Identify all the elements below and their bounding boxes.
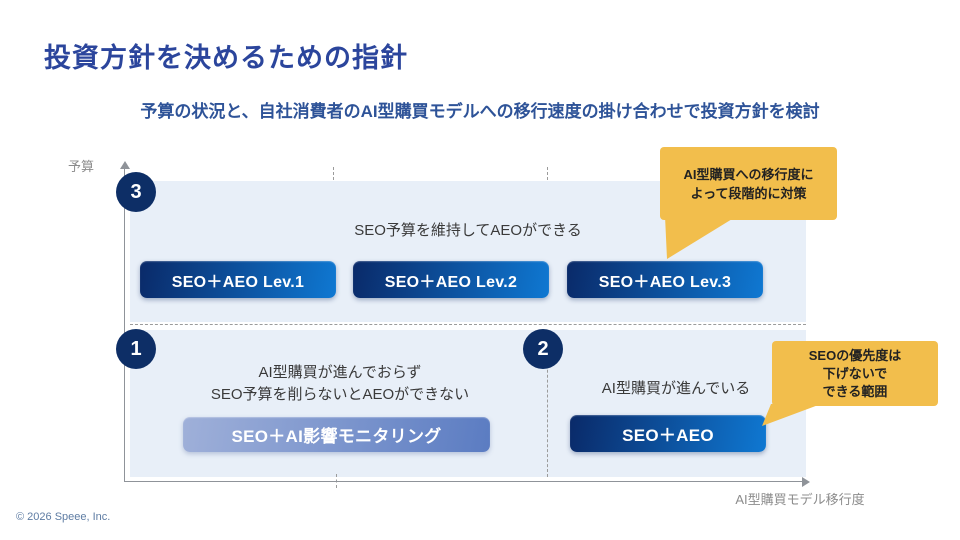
callout-line: SEOの優先度は	[808, 347, 902, 363]
dashed-tick-right	[547, 167, 548, 180]
badge-number-2: 2	[523, 329, 563, 369]
y-axis-label: 予算	[68, 159, 95, 174]
quadrant-bottom-right-heading: AI型購買が進んでいる	[601, 380, 751, 397]
quadrant-bottom-left-heading: AI型購買が進んでおらず SEO予算を削らないとAEOができない	[138, 362, 542, 406]
pill-seo-ai-monitoring: SEO＋AI影響モニタリング	[183, 417, 490, 452]
quadrant-top-heading: SEO予算を維持してAEOができる	[354, 222, 582, 239]
page-title: 投資方針を決めるための指針	[44, 43, 408, 73]
dashed-divider-vertical	[547, 330, 548, 477]
x-axis-line	[124, 481, 806, 482]
callout-line: 下げないで	[822, 365, 888, 381]
y-axis-arrow-icon	[120, 161, 130, 169]
heading-line-1: AI型購買が進んでおらず	[258, 364, 422, 381]
footer-copyright: © 2026 Speee, Inc.	[16, 511, 111, 523]
callout-line: AI型購買への移行度に	[683, 166, 814, 182]
heading-line-2: SEO予算を削らないとAEOができない	[210, 386, 470, 403]
x-axis-arrow-icon	[802, 477, 810, 487]
callout-staged-measures: AI型購買への移行度に よって段階的に対策	[660, 147, 837, 220]
pill-seo-aeo-lev3: SEO＋AEO Lev.3	[567, 261, 763, 298]
callout-line: よって段階的に対策	[690, 185, 807, 201]
pill-seo-aeo-lev1: SEO＋AEO Lev.1	[140, 261, 336, 298]
badge-number-1: 1	[116, 329, 156, 369]
dashed-divider-horizontal	[130, 324, 806, 325]
x-axis-label: AI型購買モデル移行度	[735, 492, 865, 507]
callout-line: できる範囲	[822, 383, 888, 399]
y-axis-line	[124, 169, 125, 482]
pill-seo-aeo-lev2: SEO＋AEO Lev.2	[353, 261, 549, 298]
dashed-tick-left	[333, 167, 334, 180]
quadrant-bottom	[130, 330, 806, 477]
badge-number-3: 3	[116, 172, 156, 212]
callout-seo-priority: SEOの優先度は 下げないで できる範囲	[772, 341, 938, 406]
subtitle: 予算の状況と、自社消費者のAI型購買モデルへの移行速度の掛け合わせで投資方針を検…	[140, 102, 820, 121]
pill-seo-aeo: SEO＋AEO	[570, 415, 766, 452]
